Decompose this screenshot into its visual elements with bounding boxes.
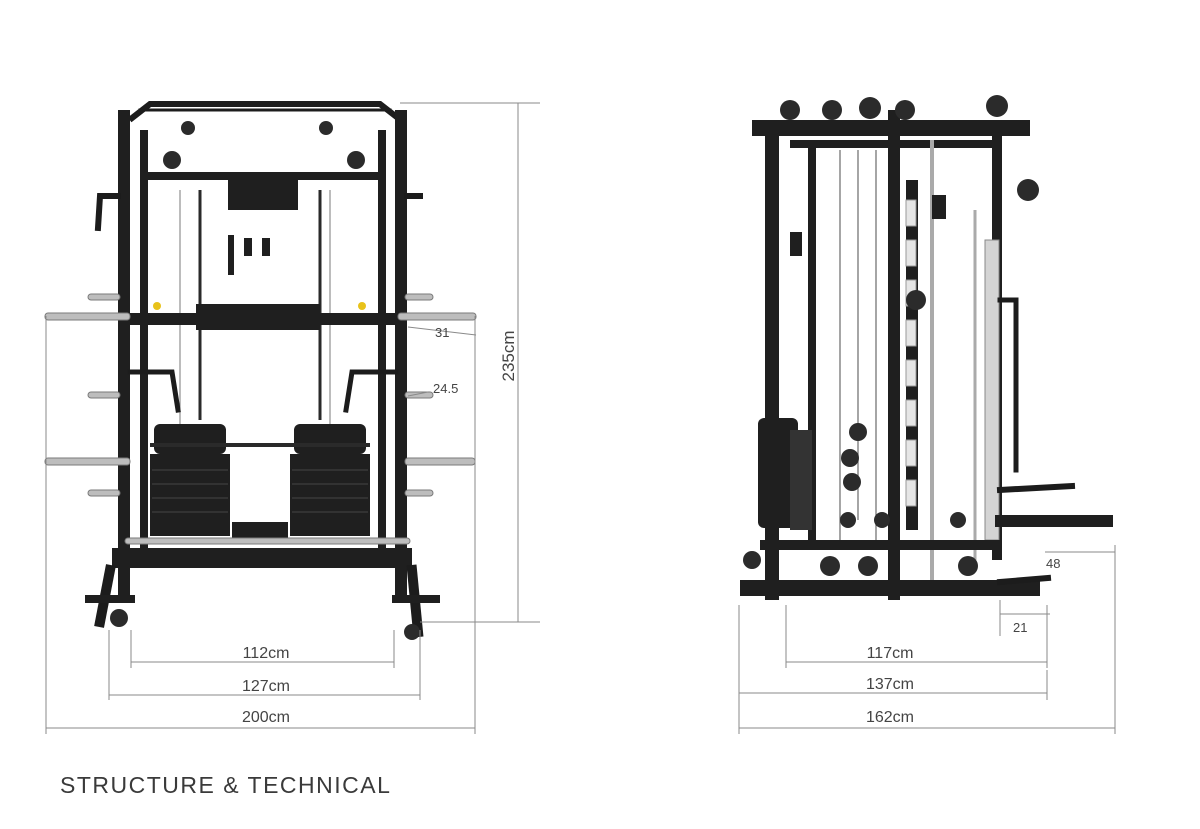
side-total-depth-label: 162cm <box>866 709 914 726</box>
front-height-label: 235cm <box>499 330 518 381</box>
front-view-dimension-lines <box>45 102 540 734</box>
side-outer-depth-label: 137cm <box>866 676 914 693</box>
front-outer-width-label: 127cm <box>242 678 290 695</box>
side-inner-depth-label: 117cm <box>867 645 914 662</box>
front-total-width-label: 200cm <box>242 709 290 726</box>
section-heading: STRUCTURE & TECHNICAL <box>60 772 392 798</box>
side-view-dimension-lines <box>738 545 1116 734</box>
front-view-machine <box>44 101 477 640</box>
front-bar-spacing-mid-label: 24.5 <box>433 381 458 396</box>
front-inner-width-label: 112cm <box>243 645 290 662</box>
side-attachment-height-label: 21 <box>1013 620 1027 635</box>
front-bar-spacing-top-label: 31 <box>435 325 449 340</box>
side-view-machine <box>740 95 1113 600</box>
side-attachment-angle-label: 48 <box>1046 556 1060 571</box>
